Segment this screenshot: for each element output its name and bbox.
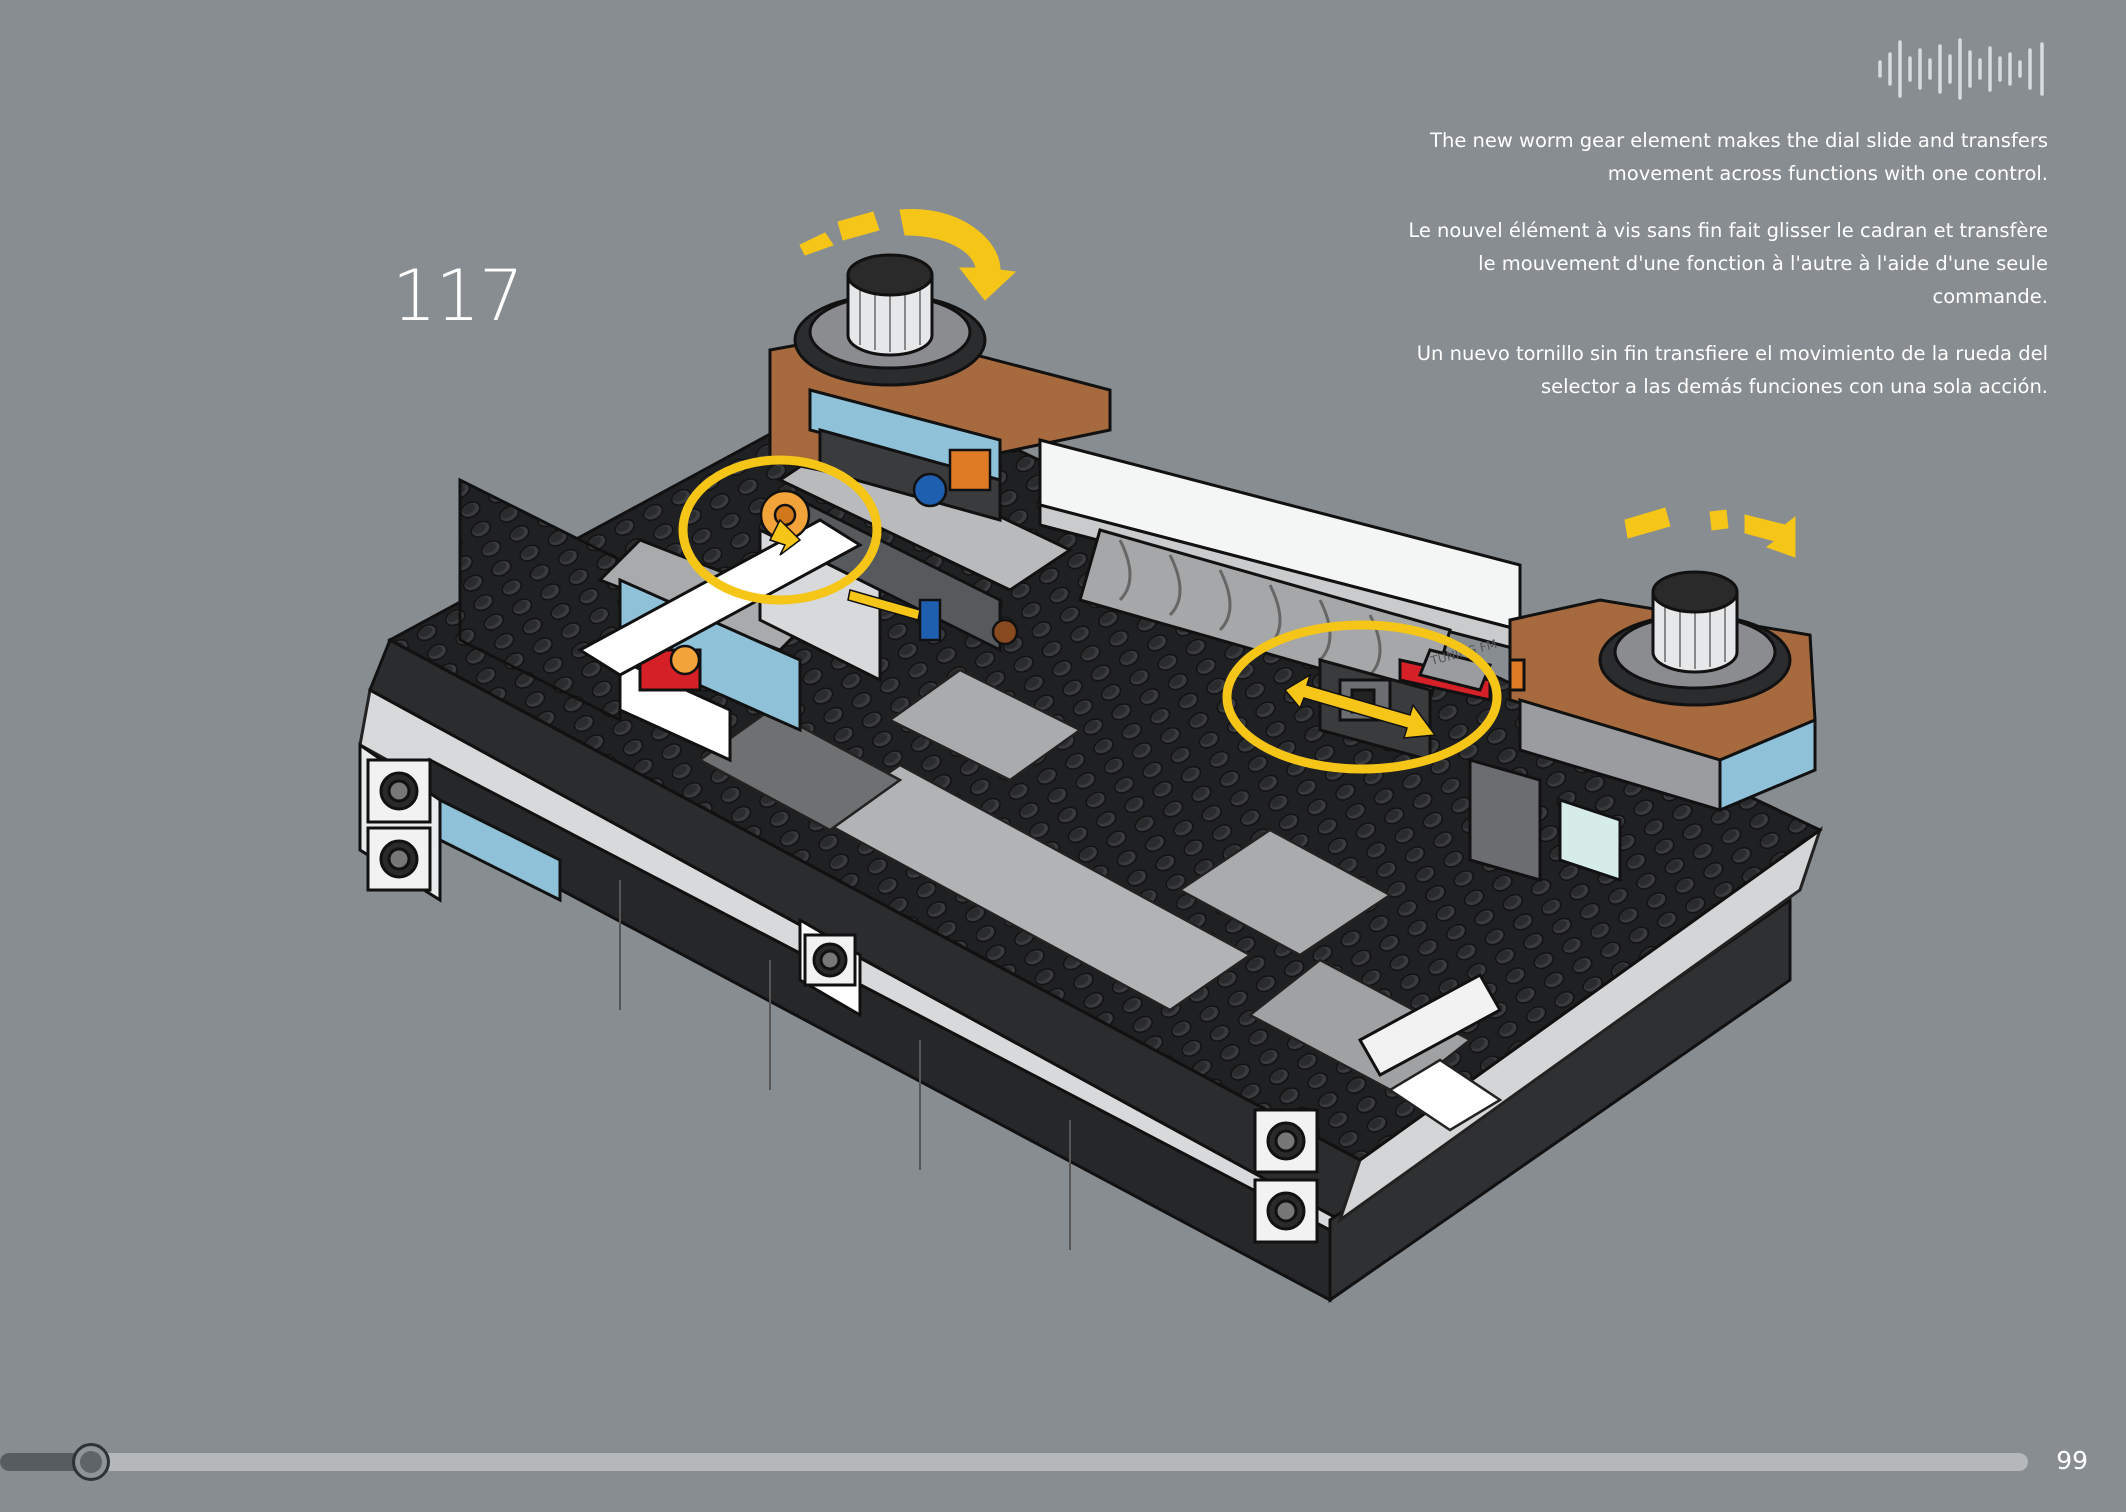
dial-knob-right [1651,570,1739,674]
description-spanish: Un nuevo tornillo sin fin transfiere el … [1416,342,2048,398]
page-number: 99 [2056,1446,2088,1475]
flat-tiles [697,668,1503,1132]
slide-arrow-icon [1283,673,1437,739]
playback-progress [0,1453,91,1471]
step-description: The new worm gear element makes the dial… [1408,124,2048,427]
description-english: The new worm gear element makes the dial… [1430,129,2048,185]
description-french: Le nouvel élément à vis sans fin fait gl… [1408,219,2048,308]
frame-left [358,742,1503,1244]
rotate-arrow-icon [799,209,1796,558]
dial-knob-left [846,253,934,357]
link-arrow [768,518,921,621]
step-number: 117 [392,255,524,337]
playback-scrubber-handle[interactable] [72,1443,110,1481]
playback-scrubber-track[interactable] [0,1453,2028,1471]
model-base [358,637,1823,1303]
audio-waveform-icon[interactable] [1876,38,2048,100]
highlight-circles [678,455,1502,774]
gear-details [669,448,1019,676]
